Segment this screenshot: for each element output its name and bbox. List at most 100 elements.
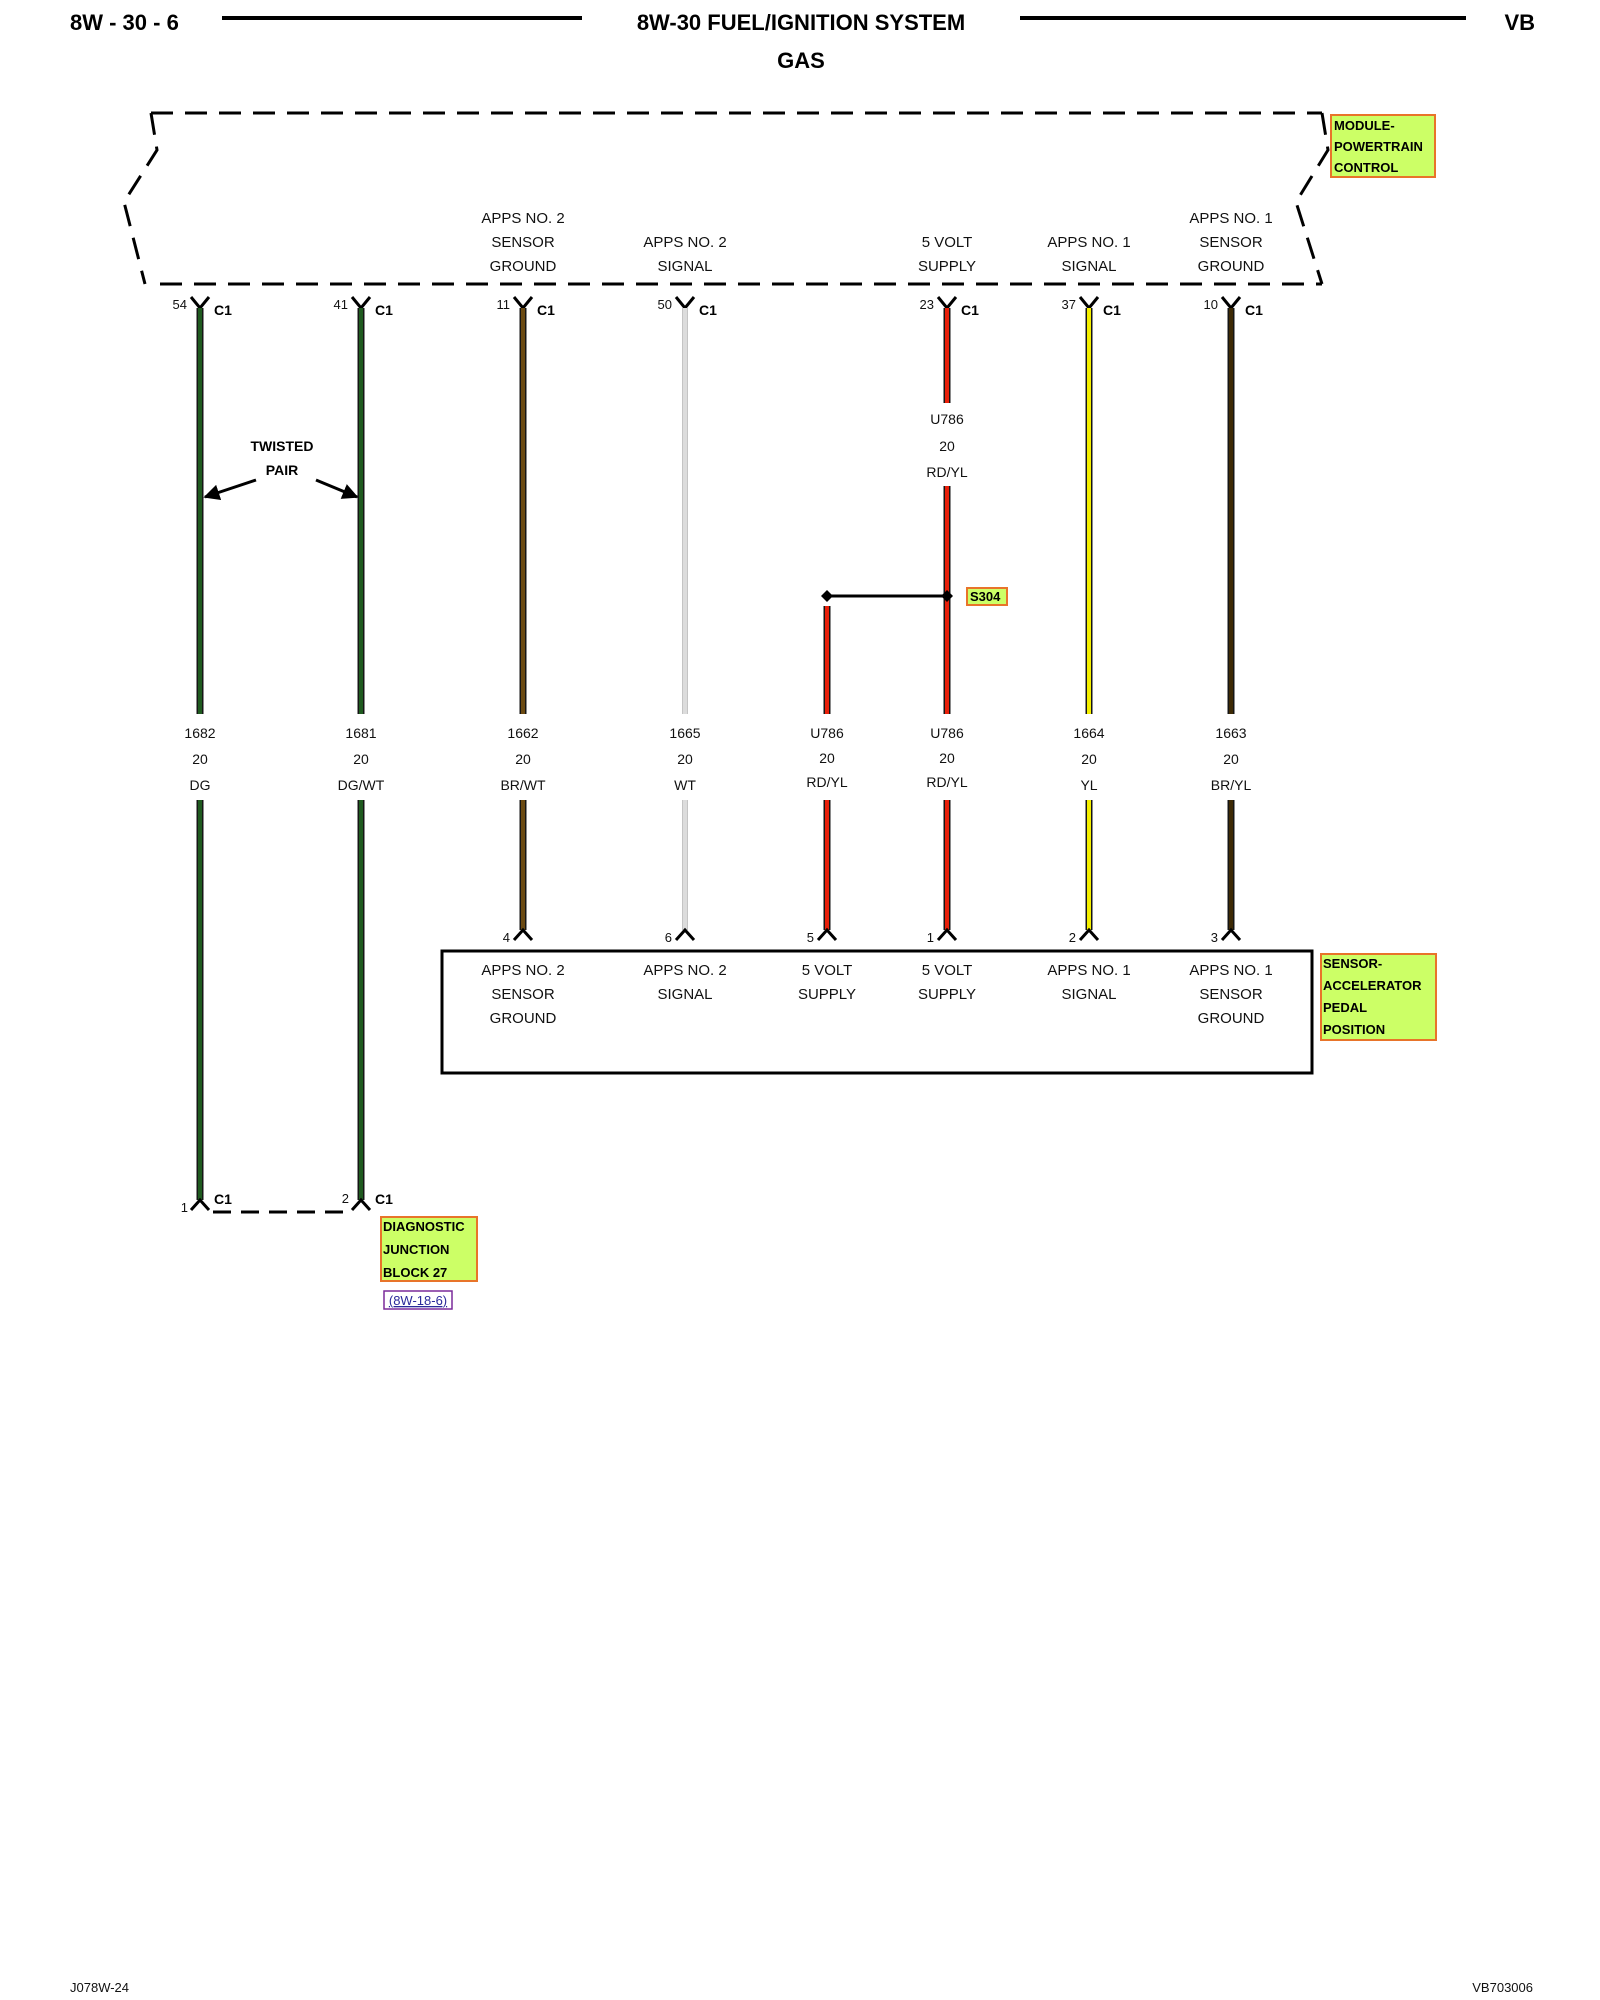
reference-link-text[interactable]: (8W-18-6) xyxy=(389,1293,447,1308)
page-number: 8W - 30 - 6 xyxy=(70,10,179,35)
pcm-pin-37-function: APPS NO. 1 xyxy=(1047,234,1130,251)
pcm-pin-23-function: 5 VOLT xyxy=(922,234,973,251)
splice-id: S304 xyxy=(970,589,1001,604)
page-header: 8W - 30 - 6 8W-30 FUEL/IGNITION SYSTEM V… xyxy=(70,10,1535,73)
arrow-left-icon xyxy=(203,478,257,501)
wire-color-code: BR/WT xyxy=(500,777,546,793)
female-terminal-symbol xyxy=(1078,296,1100,311)
page-subtitle: GAS xyxy=(777,48,825,73)
pcm-pin-23-function: SUPPLY xyxy=(918,258,976,275)
pcm-pin-50: 50 C1 xyxy=(658,296,717,318)
wire-gauge: 20 xyxy=(819,750,835,766)
pin-number: 11 xyxy=(497,297,511,312)
circuit-number: U786 xyxy=(930,411,964,427)
wire-color-code: RD/YL xyxy=(926,774,967,790)
male-terminal-symbol xyxy=(1220,927,1242,942)
app-sensor-pin-4: 4 xyxy=(503,927,534,945)
arrow-right-icon xyxy=(315,478,359,499)
dlc-page-reference-link[interactable]: (8W-18-6) xyxy=(383,1290,453,1310)
pcm-outline-right-break xyxy=(1294,112,1330,285)
splice-label-box[interactable] xyxy=(966,587,1008,606)
pin-number: 37 xyxy=(1062,297,1076,312)
wire-label-1663: 1663 20 BR/YL xyxy=(1211,725,1252,793)
male-terminal-symbol xyxy=(512,927,534,942)
female-terminal-symbol xyxy=(512,296,534,311)
twisted-pair-label: PAIR xyxy=(266,462,298,478)
female-terminal-symbol xyxy=(189,296,211,311)
connector-id: C1 xyxy=(214,302,232,318)
pcm-pin-10-function: SENSOR xyxy=(1199,234,1263,251)
pcm-pin-37-function: SIGNAL xyxy=(1061,258,1116,275)
footer-right-code: VB703006 xyxy=(1472,1980,1533,1995)
pcm-pin-54: 54 C1 xyxy=(173,296,232,318)
pin-number: 2 xyxy=(1069,930,1076,945)
pcm-label-box[interactable] xyxy=(1330,114,1436,178)
pin-number: 2 xyxy=(342,1191,349,1206)
pcm-label[interactable]: MODULE- POWERTRAIN CONTROL xyxy=(1330,114,1436,178)
wire-gauge: 20 xyxy=(677,751,693,767)
pcm-pin-10-function: APPS NO. 1 xyxy=(1189,210,1272,227)
pin-number: 10 xyxy=(1204,297,1218,312)
pin-number: 23 xyxy=(920,297,934,312)
pcm-pin-11-function: APPS NO. 2 xyxy=(481,210,564,227)
wire-label-1662: 1662 20 BR/WT xyxy=(500,725,546,793)
app-sensor-pin-6: 6 xyxy=(665,927,696,945)
splice-node xyxy=(941,590,953,602)
pcm-pin-11-function: SENSOR xyxy=(491,234,555,251)
female-terminal-symbol xyxy=(936,296,958,311)
app-pin-4-function: GROUND xyxy=(490,1010,557,1027)
pin-number: 1 xyxy=(181,1200,188,1215)
pcm-label-line: POWERTRAIN xyxy=(1334,139,1423,154)
app-pin-3-function: APPS NO. 1 xyxy=(1189,962,1272,979)
app-sensor-label[interactable]: SENSOR- ACCELERATOR PEDAL POSITION xyxy=(1320,953,1437,1041)
dlc-label-box[interactable] xyxy=(380,1216,478,1282)
app-sensor-label-box[interactable] xyxy=(1320,953,1437,1041)
app-pin-1-function: 5 VOLT xyxy=(922,962,973,979)
female-terminal-symbol xyxy=(1220,296,1242,311)
app-pin-6-function: APPS NO. 2 xyxy=(643,962,726,979)
wire-label-1664: 1664 20 YL xyxy=(1073,725,1104,793)
pcm-pin-10-function: GROUND xyxy=(1198,258,1265,275)
wire-label-u786-pin-5: U786 20 RD/YL xyxy=(806,725,847,790)
model-code: VB xyxy=(1504,10,1535,35)
connector-id: C1 xyxy=(214,1191,232,1207)
wire-label-1682: 1682 20 DG xyxy=(184,725,215,793)
app-sensor-pin-5: 5 xyxy=(807,927,838,945)
app-sensor-outline xyxy=(440,949,1314,1075)
pcm-pin-41: 41 C1 xyxy=(334,296,393,318)
dlc-label[interactable]: DIAGNOSTIC JUNCTION BLOCK 27 xyxy=(380,1216,478,1282)
pcm-pin-50-function: APPS NO. 2 xyxy=(643,234,726,251)
pcm-label-line: MODULE- xyxy=(1334,118,1395,133)
pcm-pin-50-function: SIGNAL xyxy=(657,258,712,275)
male-terminal-symbol xyxy=(189,1197,211,1212)
wire-gauge: 20 xyxy=(1081,751,1097,767)
male-terminal-symbol xyxy=(936,927,958,942)
connector-id: C1 xyxy=(537,302,555,318)
page-title: 8W-30 FUEL/IGNITION SYSTEM xyxy=(637,10,965,35)
pcm-outline-left-break xyxy=(122,112,159,285)
reference-link-box[interactable] xyxy=(383,1290,453,1310)
wire-color-code: DG xyxy=(190,777,211,793)
app-pin-5-function: SUPPLY xyxy=(798,986,856,1003)
pin-number: 6 xyxy=(665,930,672,945)
connector-id: C1 xyxy=(1103,302,1121,318)
circuit-number: 1665 xyxy=(669,725,700,741)
wire-gauge: 20 xyxy=(939,750,955,766)
circuit-number: 1681 xyxy=(345,725,376,741)
pin-number: 50 xyxy=(658,297,672,312)
app-pin-2-function: APPS NO. 1 xyxy=(1047,962,1130,979)
pin-number: 54 xyxy=(173,297,187,312)
wire-gauge: 20 xyxy=(1223,751,1239,767)
wire-color-code: RD/YL xyxy=(926,464,967,480)
wire-color-code: WT xyxy=(674,777,696,793)
wire-label-u786-pin-1: U786 20 RD/YL xyxy=(926,725,967,790)
app-pin-4-function: SENSOR xyxy=(491,986,555,1003)
circuit-number: 1662 xyxy=(507,725,538,741)
dlc-label-line: BLOCK 27 xyxy=(383,1265,447,1280)
wire-color-code: DG/WT xyxy=(338,777,385,793)
circuit-number: U786 xyxy=(810,725,844,741)
app-sensor-body: APPS NO. 2 SENSOR GROUND APPS NO. 2 SIGN… xyxy=(440,949,1314,1075)
wire-label-1665: 1665 20 WT xyxy=(669,725,700,793)
female-terminal-symbol xyxy=(674,296,696,311)
splice-label[interactable]: S304 xyxy=(966,587,1008,606)
